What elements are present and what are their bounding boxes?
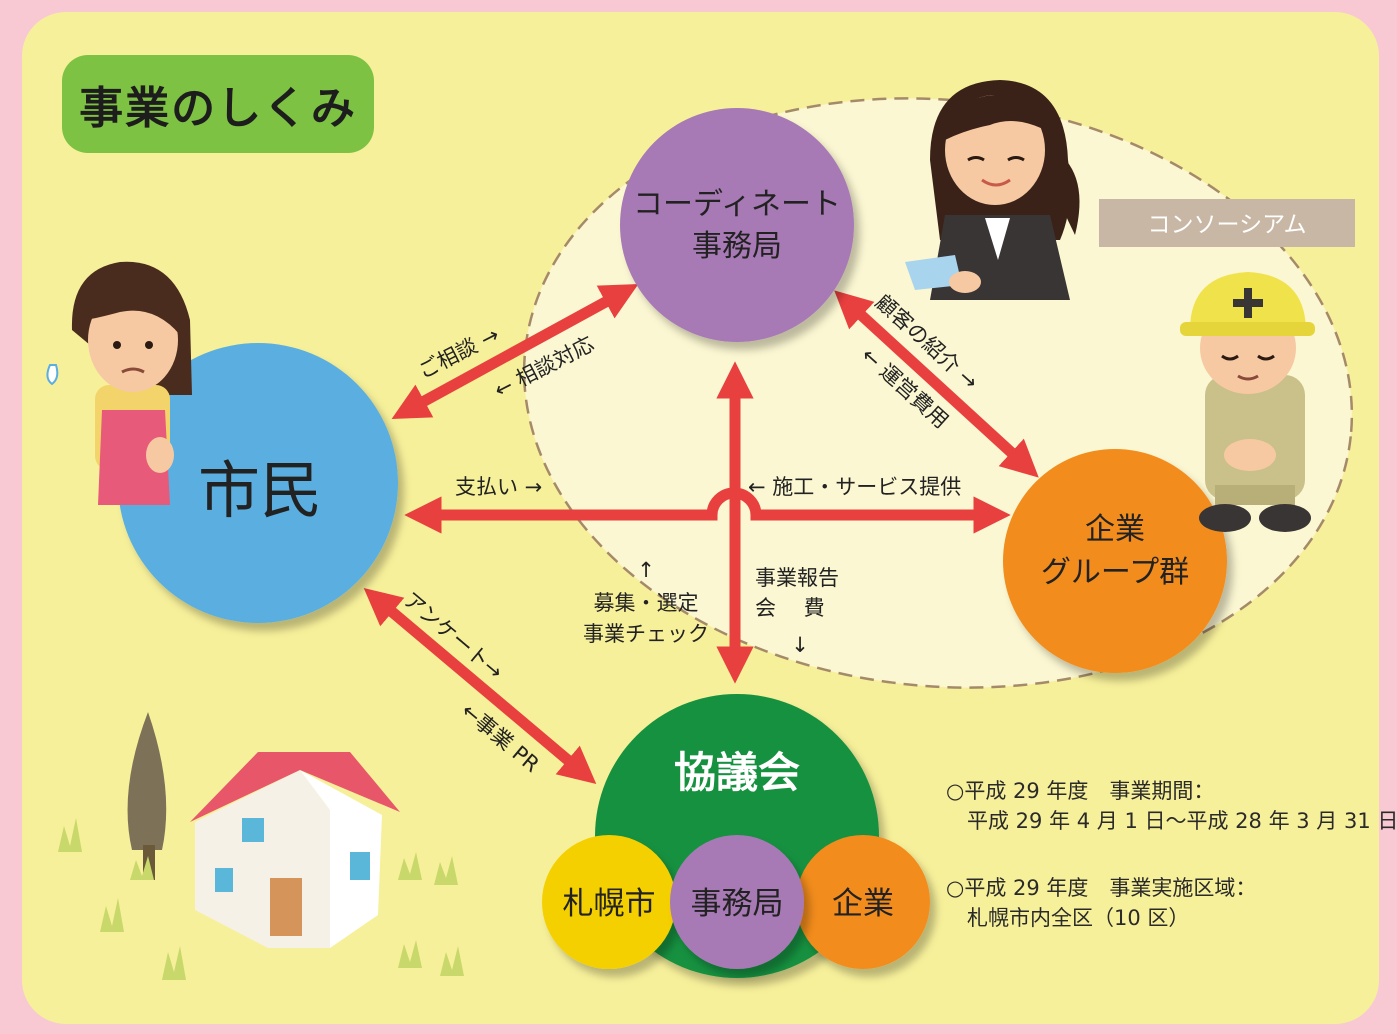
citizen-node bbox=[118, 343, 398, 623]
coordinate-office-node bbox=[620, 108, 854, 342]
flow-label-construction: ← 施工・サービス提供 bbox=[748, 475, 961, 499]
secretariat-label: 事務局 bbox=[691, 886, 784, 922]
flow-label-recruit-line1: 募集・選定 bbox=[594, 591, 699, 615]
flow-label-payment: 支払い → bbox=[455, 475, 542, 499]
sapporo-city-node bbox=[542, 835, 676, 969]
worried-woman-icon bbox=[46, 261, 192, 505]
company-group-node bbox=[1003, 449, 1227, 673]
coordinate-label-line2: 事務局 bbox=[692, 229, 782, 264]
arrow-citizen-council bbox=[363, 587, 597, 785]
construction-worker-icon bbox=[1180, 272, 1315, 532]
info-period-line1: ○平成 29 年度 事業期間： bbox=[946, 779, 1215, 803]
flow-label-recruit-line2: 事業チェック bbox=[583, 622, 709, 646]
flow-label-report-line1: 事業報告 bbox=[755, 566, 839, 590]
citizen-label: 市民 bbox=[198, 454, 322, 527]
flow-arrows bbox=[363, 284, 1039, 785]
grass-icon bbox=[58, 818, 464, 980]
coordinate-label-line1: コーディネート bbox=[633, 187, 841, 222]
company-label-line1: 企業 bbox=[1085, 512, 1145, 547]
council-label: 協議会 bbox=[674, 748, 800, 797]
info-period-line2: 平成 29 年 4 月 1 日〜平成 28 年 3 月 31 日 bbox=[946, 809, 1397, 833]
arrow-coordinate-company bbox=[834, 290, 1039, 478]
consortium-label: コンソーシアム bbox=[1148, 212, 1307, 238]
info-area-line1: ○平成 29 年度 事業実施区域： bbox=[946, 876, 1257, 900]
office-woman-icon bbox=[905, 80, 1080, 300]
enterprise-label: 企業 bbox=[832, 886, 894, 922]
flow-label-report-line2: 会 費 bbox=[755, 596, 825, 620]
secretariat-node bbox=[670, 835, 804, 969]
info-area-line2: 札幌市内全区（10 区） bbox=[946, 906, 1190, 930]
flow-label-report-arrow: ↓ bbox=[791, 633, 809, 657]
enterprise-node bbox=[796, 835, 930, 969]
sapporo-city-label: 札幌市 bbox=[563, 886, 656, 922]
page-title: 事業のしくみ bbox=[62, 55, 374, 153]
flow-label-recruit-arrow: ↑ bbox=[637, 558, 655, 582]
consortium-label-box bbox=[1099, 199, 1355, 247]
arrow-citizen-coordinate bbox=[391, 284, 639, 419]
company-label-line2: グループ群 bbox=[1041, 555, 1189, 590]
house-icon bbox=[190, 752, 400, 948]
